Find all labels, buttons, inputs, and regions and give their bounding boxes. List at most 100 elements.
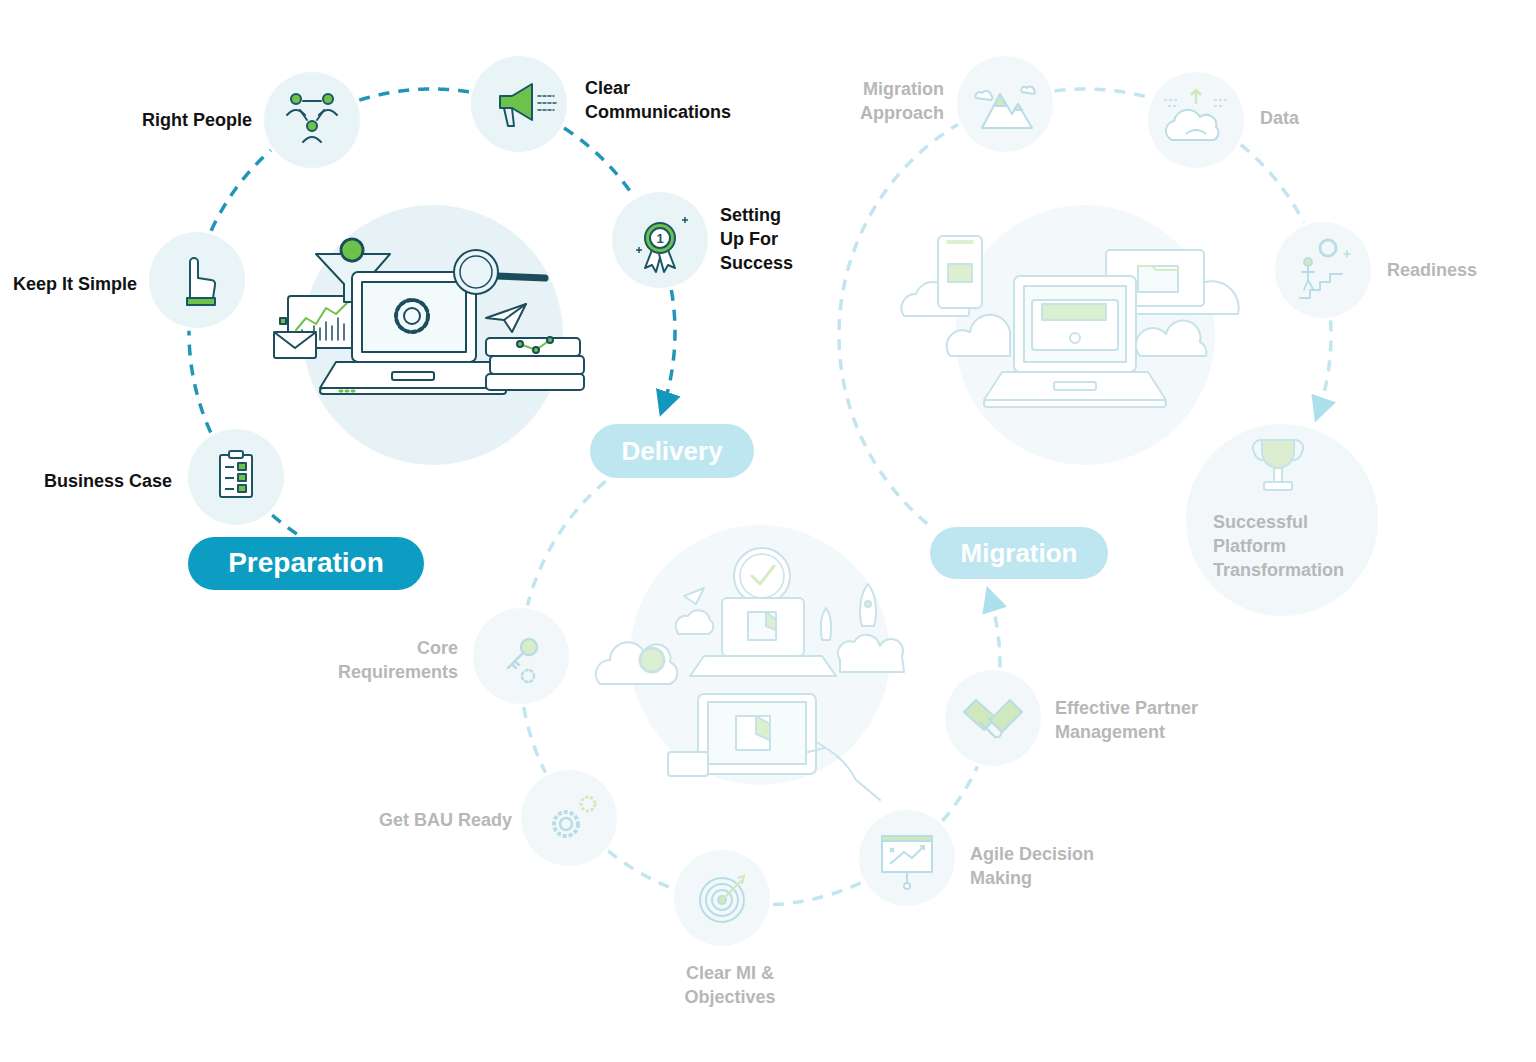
- stairs-icon: [1344, 251, 1350, 257]
- delivery-illustration: [668, 752, 708, 776]
- step-label: Data: [1260, 106, 1340, 130]
- preparation-illustration: [341, 239, 363, 261]
- migration-illustration: [1042, 304, 1106, 320]
- award-icon: [650, 228, 670, 248]
- flow-connector: [1241, 145, 1304, 223]
- flow-connector: [839, 124, 958, 523]
- step-circle: Setting Up For Success: [612, 192, 708, 288]
- delivery-illustration: [740, 554, 784, 598]
- board-icon: [882, 836, 932, 841]
- delivery-illustration: [860, 584, 876, 626]
- preparation-illustration: [490, 356, 584, 374]
- cloud-data-icon: [1166, 110, 1219, 140]
- preparation-illustration: [486, 304, 526, 332]
- megaphone-icon: [538, 96, 558, 110]
- delivery-illustration: [640, 648, 664, 672]
- flow-connector: [1055, 89, 1150, 98]
- checklist-icon: [229, 451, 243, 458]
- step-circle: Data: [1148, 72, 1244, 168]
- preparation-illustration: [454, 250, 498, 294]
- step-label: Agile Decision Making: [970, 842, 1108, 890]
- key-icon: [508, 639, 537, 682]
- mountain-icon: [982, 94, 1032, 128]
- target-icon: [700, 878, 744, 922]
- flow-connector: [271, 514, 297, 534]
- preparation-illustration: [316, 254, 390, 302]
- flow-connector: [773, 882, 862, 904]
- step-label: Readiness: [1387, 258, 1510, 282]
- migration-illustration: [947, 315, 1011, 356]
- checklist-icon: [238, 474, 246, 481]
- illustration-backdrop: [630, 525, 890, 785]
- delivery-illustration: [596, 548, 904, 800]
- cloud-data-icon: [1164, 90, 1228, 140]
- trophy-icon: [1262, 440, 1294, 468]
- gears-icon: [554, 797, 595, 836]
- step-circle: Effective Partner Management: [945, 670, 1041, 766]
- checklist-icon: [220, 451, 252, 497]
- stairs-icon: [1320, 240, 1336, 256]
- migration-illustration: [1070, 333, 1080, 343]
- delivery-illustration: [808, 748, 824, 752]
- preparation-illustration: [320, 362, 506, 388]
- step-circle: Clear Communications: [471, 56, 567, 152]
- migration-illustration: [984, 372, 1166, 400]
- delivery-illustration: [756, 716, 770, 740]
- checklist-icon: [225, 467, 234, 489]
- award-icon: [636, 217, 688, 272]
- migration-illustration: [1138, 266, 1178, 292]
- handshake-icon: [964, 700, 1022, 738]
- preparation-illustration: [274, 332, 316, 348]
- delivery-illustration: [838, 635, 904, 672]
- preparation-illustration: [320, 388, 506, 394]
- step-circle: Keep It Simple: [149, 232, 245, 328]
- step-circle: Right People: [264, 72, 360, 168]
- illustration-backdrop: [955, 205, 1215, 465]
- board-icon: [906, 872, 908, 884]
- stairs-icon: [1300, 274, 1342, 298]
- migration-illustration: [946, 240, 974, 244]
- preparation-illustration: [460, 256, 492, 288]
- people-icon: [291, 94, 301, 104]
- migration-illustration: [984, 400, 1166, 407]
- trophy-icon: [1274, 468, 1282, 482]
- migration-illustration: [901, 282, 969, 316]
- step-circle: Migration Approach: [957, 56, 1053, 152]
- people-icon: [287, 94, 337, 142]
- delivery-illustration: [684, 588, 704, 604]
- delivery-illustration: [748, 612, 776, 640]
- megaphone-icon: [500, 84, 532, 120]
- migration-illustration: [1024, 286, 1126, 362]
- megaphone-icon: [500, 84, 558, 126]
- preparation-illustration: [296, 302, 348, 330]
- preparation-illustration: [547, 337, 553, 343]
- migration-illustration: [1106, 250, 1204, 306]
- handshake-icon: [990, 700, 1022, 732]
- handshake-icon: [980, 718, 1001, 737]
- checklist-icon: [220, 455, 252, 497]
- delivery-illustration: [752, 566, 774, 584]
- megaphone-icon: [504, 108, 514, 126]
- preparation-illustration: [274, 239, 584, 394]
- delivery-illustration: [698, 694, 816, 774]
- step-label: Core Requirements: [318, 636, 458, 684]
- flow-connector: [524, 707, 546, 773]
- step-label: Right People: [96, 108, 252, 132]
- award-icon: [645, 223, 675, 253]
- preparation-illustration: [533, 347, 539, 353]
- stairs-icon: [1302, 267, 1314, 290]
- board-icon: [882, 840, 932, 872]
- preparation-illustration: [340, 390, 354, 393]
- preparation-illustration: [352, 272, 476, 362]
- migration-illustration: [1138, 266, 1178, 270]
- checklist-icon: [238, 485, 246, 492]
- migration-illustration: [1117, 281, 1239, 314]
- preparation-illustration: [486, 374, 584, 390]
- step-label: Setting Up For Success: [720, 203, 802, 275]
- preparation-illustration: [392, 372, 434, 380]
- delivery-illustration: [722, 598, 804, 656]
- preparation-illustration: [288, 296, 356, 348]
- board-icon: [904, 883, 910, 889]
- flow-connector: [608, 851, 672, 888]
- migration-illustration: [948, 264, 972, 282]
